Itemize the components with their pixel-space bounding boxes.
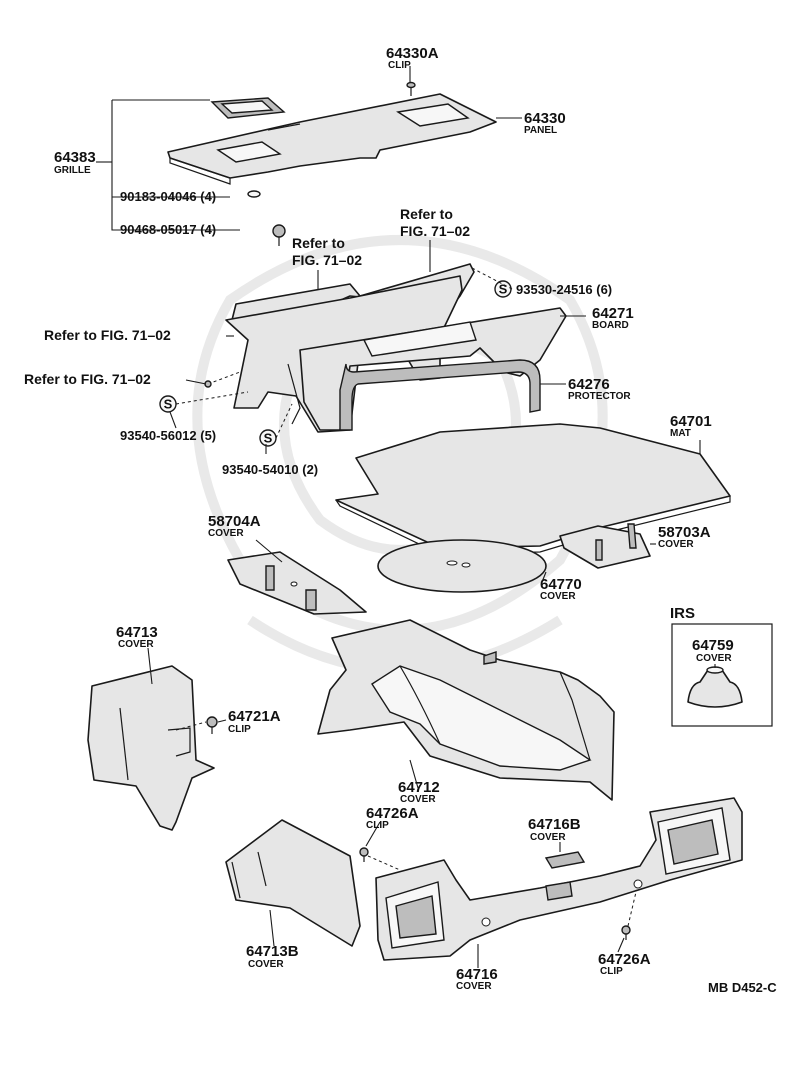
part-name: CLIP [366, 820, 389, 831]
part-name: GRILLE [54, 165, 91, 176]
reference-note: FIG. 71–02 [400, 223, 470, 239]
fastener-label: 90183-04046 (4) [120, 189, 216, 204]
screw-symbol: S [499, 282, 508, 297]
protector-64276[interactable] [339, 359, 541, 431]
cover-64713B[interactable] [225, 819, 361, 947]
part-number: 64716 [456, 966, 498, 983]
clip-icon [359, 847, 369, 862]
fastener-label: 93540-56012 (5) [120, 428, 216, 443]
irs-label: IRS [670, 605, 695, 622]
part-name: MAT [670, 428, 691, 439]
cover-64716[interactable] [375, 797, 743, 961]
part-name: BOARD [592, 320, 629, 331]
screw-s-icon: S [259, 429, 277, 447]
fastener-label: 93540-54010 (2) [222, 462, 318, 477]
part-name: COVER [248, 959, 284, 970]
part-name: CLIP [228, 724, 251, 735]
part-name: COVER [540, 591, 576, 602]
part-name: COVER [530, 832, 566, 843]
fastener-label: 90468-05017 (4) [120, 222, 216, 237]
part-number: 64713 [116, 624, 158, 641]
grille-64383[interactable] [210, 97, 286, 119]
cover-64713[interactable] [87, 665, 215, 831]
part-number: 64712 [398, 779, 440, 796]
part-name: COVER [118, 639, 154, 650]
cover-58704A[interactable] [227, 551, 367, 615]
reference-note: Refer to [400, 206, 453, 222]
part-name: COVER [456, 981, 492, 992]
part-name: PROTECTOR [568, 391, 631, 402]
reference-note: Refer to FIG. 71–02 [44, 327, 171, 343]
part-number: 64721A [228, 708, 281, 725]
part-number: 64759 [692, 637, 734, 654]
board-64271[interactable] [225, 263, 567, 433]
bolt-icon [272, 224, 286, 246]
cover-58703A[interactable] [559, 523, 651, 569]
reference-note: Refer to [292, 235, 345, 251]
screw-symbol: S [264, 431, 273, 446]
cover-64712[interactable] [317, 619, 615, 801]
part-name: COVER [658, 539, 694, 550]
cover-64716B[interactable] [544, 851, 586, 869]
part-number: 64330A [386, 45, 439, 62]
irs-box: IRS [670, 605, 773, 727]
clip-icon [621, 925, 631, 940]
part-name: COVER [696, 653, 732, 664]
cover-64759[interactable] [687, 666, 743, 708]
part-number: 64330 [524, 110, 566, 127]
part-number: 64770 [540, 576, 582, 593]
part-name: CLIP [388, 60, 411, 71]
clip-icon [406, 81, 416, 96]
part-name: COVER [208, 528, 244, 539]
part-name: PANEL [524, 125, 557, 136]
mat-64701[interactable] [335, 423, 731, 555]
reference-note: FIG. 71–02 [292, 252, 362, 268]
screw-symbol: S [164, 397, 173, 412]
clip-icon [206, 716, 218, 734]
screw-s-icon: S [159, 395, 177, 413]
part-number: 58703A [658, 524, 711, 541]
part-number: 64271 [592, 305, 634, 322]
part-number: 58704A [208, 513, 261, 530]
part-number: 64713B [246, 943, 299, 960]
reference-note: Refer to FIG. 71–02 [24, 371, 151, 387]
panel-64330[interactable] [167, 93, 497, 185]
part-number: 64726A [366, 805, 419, 822]
part-number: 64383 [54, 149, 96, 166]
diagram-code: MB D452-C [708, 980, 777, 995]
washer-icon [247, 190, 261, 198]
part-number: 64276 [568, 376, 610, 393]
part-name: CLIP [600, 966, 623, 977]
screw-s-icon: S [494, 280, 512, 298]
spare-cover-64770[interactable] [377, 539, 547, 593]
part-number: 64726A [598, 951, 651, 968]
part-name: COVER [400, 794, 436, 805]
part-number: 64701 [670, 413, 712, 430]
fastener-label: 93530-24516 (6) [516, 282, 612, 297]
part-number: 64716B [528, 816, 581, 833]
